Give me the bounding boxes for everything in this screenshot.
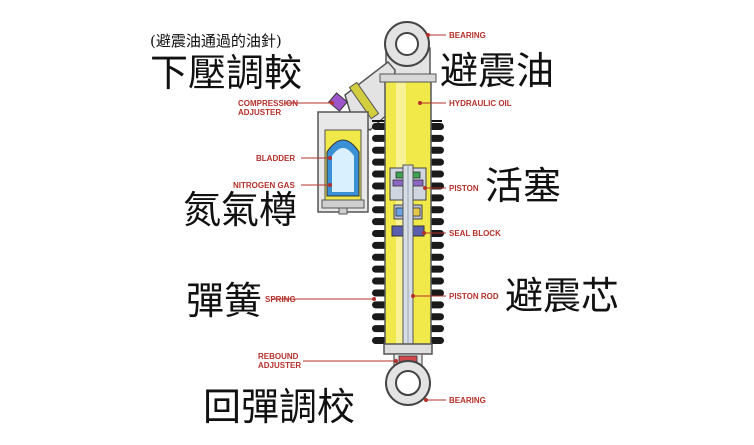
top-bearing-eye (384, 21, 431, 79)
cn-hydraulic-oil: 避震油 (440, 49, 555, 93)
label-piston-rod: PISTON ROD (449, 292, 499, 301)
label-seal-block: SEAL BLOCK (449, 229, 501, 238)
label-rebound-adjuster-2: ADJUSTER (258, 361, 302, 370)
cn-subtitle: (避震油通過的油針) (150, 32, 282, 50)
cn-nitrogen-gas: 氮氣樽 (183, 188, 298, 232)
label-bearing-top: BEARING (449, 31, 486, 40)
piston-rod (402, 164, 414, 366)
cn-compression-adjuster: 下壓調較 (150, 51, 303, 95)
compression-adjuster-knob (328, 92, 348, 112)
label-nitrogen-gas: NITROGEN GAS (233, 181, 295, 190)
cn-spring: 彈簧 (186, 279, 263, 323)
bottom-bearing-eye (385, 360, 431, 406)
label-bladder: BLADDER (256, 154, 296, 163)
nitrogen-reservoir (317, 111, 369, 215)
cn-piston: 活塞 (485, 164, 562, 208)
label-bearing-bottom: BEARING (449, 396, 486, 405)
label-compression-adjuster-2: ADJUSTER (238, 108, 282, 117)
label-compression-adjuster-1: COMPRESSION (238, 99, 299, 108)
label-rebound-adjuster-1: REBOUND (258, 352, 299, 361)
label-piston: PISTON (449, 184, 479, 193)
label-hydraulic-oil: HYDRAULIC OIL (449, 99, 512, 108)
leader-lines (272, 33, 446, 402)
label-spring: SPRING (265, 295, 296, 304)
cn-piston-rod: 避震芯 (505, 274, 620, 318)
cn-rebound-adjuster: 回彈調校 (203, 385, 356, 429)
